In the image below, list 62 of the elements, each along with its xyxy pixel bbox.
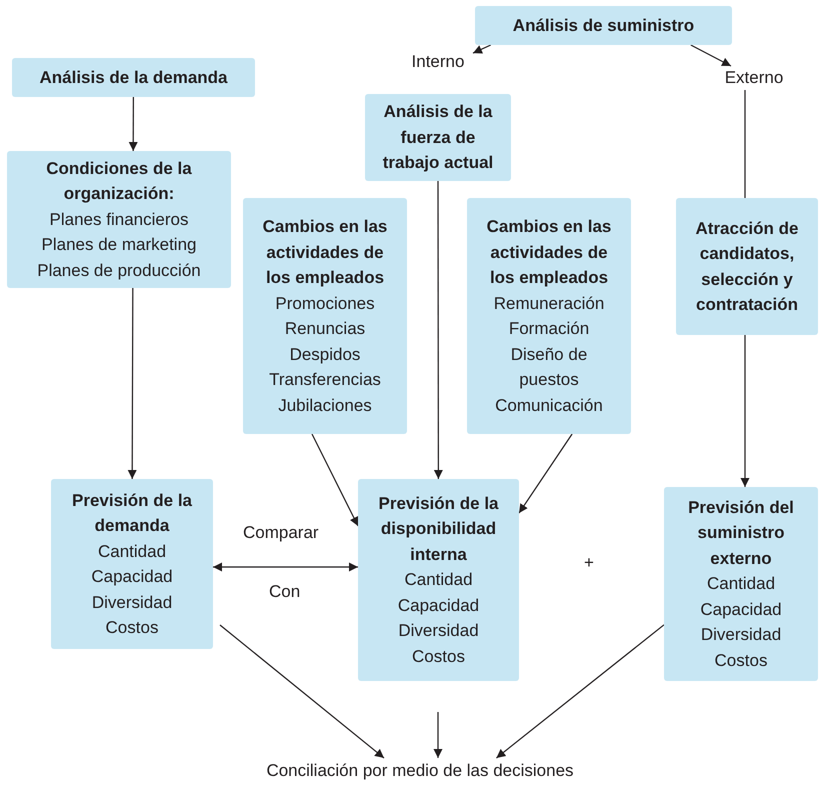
box-item: Diversidad [398, 620, 479, 642]
process-box [365, 94, 511, 181]
arrow [128, 288, 137, 479]
box-heading: Previsión de la demanda [71, 490, 193, 537]
node-text: Externo [724, 67, 784, 90]
box-item: Transferencias [269, 369, 381, 391]
process-box [12, 58, 255, 97]
process-box [51, 479, 213, 649]
process-box [676, 198, 818, 335]
arrow [690, 44, 732, 67]
node-text: Conciliación por medio de las decisiones [266, 760, 574, 782]
annotation-text: Con [269, 582, 300, 602]
node-text: Interno [412, 51, 464, 74]
box-item: Despidos [290, 344, 360, 366]
process-box [7, 151, 231, 288]
process-box [664, 487, 818, 681]
box-item: Planes de producción [37, 260, 201, 282]
arrow [213, 562, 358, 572]
box-heading: Previsión de la disponibilidad interna [378, 492, 500, 566]
box-item: Cantidad [404, 569, 473, 592]
box-item: Costos [412, 646, 465, 668]
box-item: Renuncias [284, 318, 366, 340]
arrow [740, 335, 750, 487]
box-item: Planes financieros [50, 208, 188, 231]
box-heading: Cambios en las actividades de los empleados [486, 216, 612, 289]
arrow [434, 712, 442, 758]
box-item: Diversidad [92, 592, 172, 614]
box-heading: Cambios en las actividades de los empleados [262, 216, 388, 289]
box-item: Capacidad [700, 598, 782, 621]
box-item: Costos [106, 617, 158, 639]
box-item: Capacidad [91, 566, 173, 588]
arrow [472, 44, 492, 54]
box-item: Promociones [275, 292, 375, 314]
process-box [243, 198, 407, 434]
box-heading: Condiciones de la organización: [45, 158, 193, 206]
arrow [311, 434, 359, 526]
process-box [475, 6, 732, 45]
box-item: Costos [714, 650, 768, 672]
process-box [358, 479, 519, 681]
box-item: Cantidad [98, 540, 166, 562]
annotation-text: Comparar [243, 523, 319, 543]
box-item: Diseño de puestos [510, 344, 588, 391]
box-item: Comunicación [495, 394, 603, 416]
arrow [518, 434, 573, 514]
box-heading: Análisis de suministro [512, 14, 694, 37]
process-box [467, 198, 631, 434]
box-heading: Análisis de la demanda [39, 66, 228, 89]
box-item: Capacidad [398, 594, 480, 617]
box-heading: Previsión del suministro externo [687, 496, 795, 570]
box-item: Formación [508, 318, 590, 340]
arrow [220, 624, 384, 758]
box-item: Remuneración [494, 292, 604, 314]
plus-sign: + [584, 553, 594, 573]
box-heading: Análisis de la fuerza de trabajo actual [382, 101, 494, 174]
arrow [434, 181, 443, 479]
arrow [128, 97, 138, 151]
box-heading: Atracción de candidatos, selección y contratación [694, 218, 800, 316]
arrow [496, 624, 664, 758]
box-item: Cantidad [706, 573, 776, 596]
box-item: Jubilaciones [278, 394, 372, 416]
box-item: Planes de marketing [42, 234, 196, 256]
box-item: Diversidad [700, 624, 782, 646]
